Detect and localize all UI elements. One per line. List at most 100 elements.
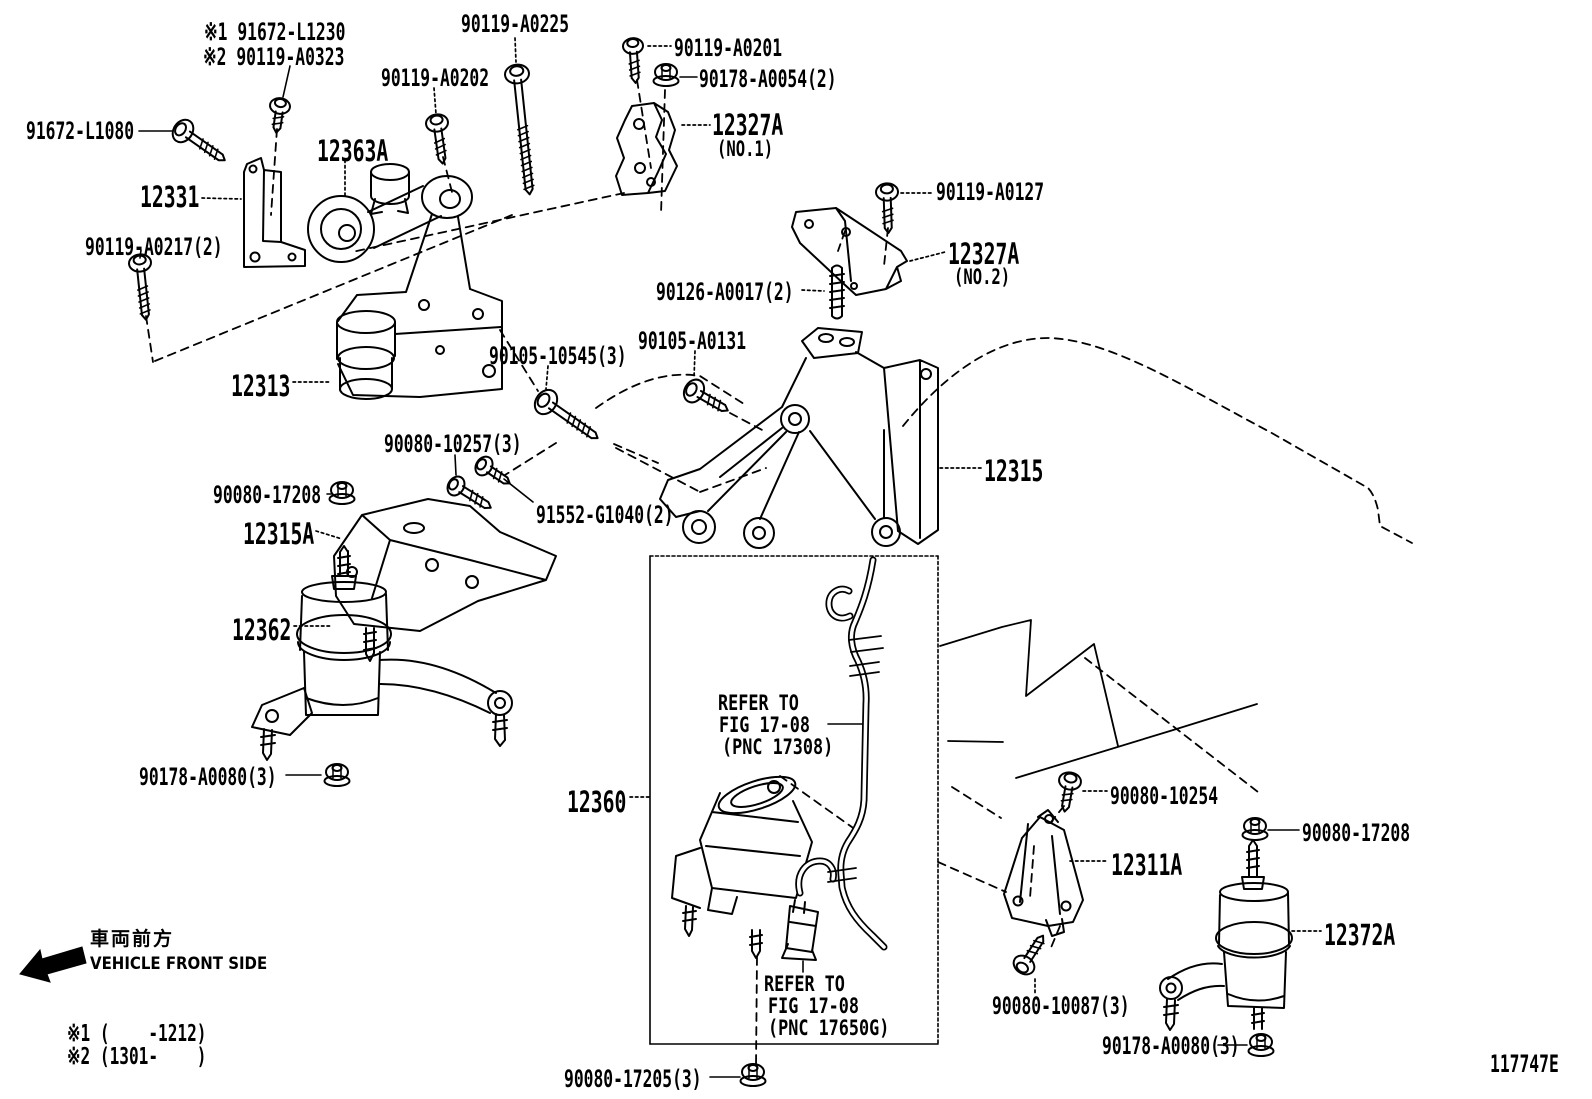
vehicle-front-arrow xyxy=(19,946,87,983)
bolt-90119-A0202 xyxy=(425,113,449,165)
part-12315-bracket xyxy=(801,327,863,359)
part-12331-bracket xyxy=(249,251,261,263)
part-12315A-bracket xyxy=(363,627,377,662)
leader-12331 xyxy=(201,197,242,200)
part-12311A-bracket xyxy=(1060,900,1072,912)
part-label-91552-G1040: 91552-G1040(2) xyxy=(536,501,674,529)
leader-90119-A0217 xyxy=(139,249,142,259)
refer-line: REFER TO xyxy=(764,972,845,996)
valve-17650G xyxy=(781,899,819,961)
part-12315-bracket xyxy=(780,404,810,434)
part-12363A-rod xyxy=(307,195,375,263)
bolt-90119-A0225 xyxy=(504,63,535,196)
part-label-90080-17205: 90080-17205(3) xyxy=(564,1065,702,1093)
hose-clamp xyxy=(827,635,884,883)
nut-90178-A0054 xyxy=(660,64,672,72)
nut-90080-17205 xyxy=(747,1064,759,1072)
leader-90119-A0225 xyxy=(514,37,517,63)
bolt-91672-L1080 xyxy=(171,118,226,162)
part-sublabel-no2: (NO.2) xyxy=(954,265,1011,289)
part-12327A-no1 xyxy=(633,118,645,130)
assembly-dash-line xyxy=(145,315,154,363)
refer-line: FIG 17-08 xyxy=(719,713,811,737)
part-12315-bracket xyxy=(839,337,855,347)
assembly-dash-line xyxy=(755,956,758,1067)
part-12363A-rod xyxy=(320,208,362,250)
part-12315-bracket xyxy=(818,333,834,343)
leader-91552-G1040 xyxy=(503,478,534,503)
part-12372A-mount xyxy=(1167,962,1225,1001)
part-12313-bracket xyxy=(337,213,503,398)
bolt-90105-A0131 xyxy=(682,378,729,413)
part-12360-pump xyxy=(749,929,763,959)
applicability-note-2: ※2 (1301- ) xyxy=(67,1044,207,1070)
part-12313-bracket xyxy=(435,345,445,355)
part-12315-bracket xyxy=(920,368,932,380)
part-label-90119-A0225: 90119-A0225 xyxy=(461,10,570,38)
part-label-12313: 12313 xyxy=(231,369,291,403)
leader-90080-10257 xyxy=(454,454,457,476)
stud-90126-A0017 xyxy=(829,264,845,320)
nut-90080-17205 xyxy=(748,1064,758,1079)
bolt-90105-10545 xyxy=(533,388,599,440)
assembly-dash-line xyxy=(154,214,513,362)
part-12313-bracket xyxy=(339,357,393,391)
part-12362-mount xyxy=(492,713,508,747)
part-label-90105-A0131: 90105-A0131 xyxy=(638,327,747,355)
part-12363A-rod xyxy=(439,189,461,209)
part-12311A-bracket xyxy=(1029,845,1035,899)
part-label-90119-A0202: 90119-A0202 xyxy=(381,64,490,92)
part-label-12362: 12362 xyxy=(232,613,292,647)
assembly-dash-line xyxy=(504,442,557,476)
nut-90178-A0080-left xyxy=(331,764,343,772)
part-12363A-rod xyxy=(370,171,410,215)
part-12315-bracket xyxy=(691,519,707,535)
part-12372A-mount xyxy=(1165,982,1177,994)
nut-90080-17205 xyxy=(739,1075,767,1087)
part-12362-mount xyxy=(297,641,391,661)
part-12315A-bracket xyxy=(465,575,479,589)
nut-90178-A0054 xyxy=(652,75,680,87)
part-12360-pump xyxy=(671,792,813,915)
leader-90126-A0017 xyxy=(801,289,825,292)
part-12360-pump xyxy=(717,775,797,815)
part-12315A-bracket xyxy=(333,498,557,632)
part-12362-mount xyxy=(494,697,506,709)
bolt-90080-10254 xyxy=(1058,771,1082,813)
figure-code: 117747E xyxy=(1490,1050,1559,1078)
part-12313-bracket xyxy=(418,299,430,311)
part-label-12363A: 12363A xyxy=(317,134,389,168)
vehicle-front-label-jp: 車両前方 xyxy=(90,928,175,950)
part-12372A-mount xyxy=(1251,1007,1265,1030)
part-12315-bracket xyxy=(788,412,802,426)
nut-90178-A0080-right xyxy=(1256,1034,1266,1049)
assembly-dash-line xyxy=(951,786,1002,819)
part-12313-bracket xyxy=(339,378,393,400)
part-12372A-mount xyxy=(1159,976,1183,1000)
assembly-dash-line xyxy=(499,329,539,392)
part-12363A-rod xyxy=(421,175,473,219)
part-label-91672-L1080: 91672-L1080 xyxy=(26,117,135,145)
part-12313-bracket xyxy=(336,321,396,360)
part-label-90119-A0217: 90119-A0217(2) xyxy=(85,233,223,261)
part-12362-mount xyxy=(301,581,387,603)
part-12315A-bracket xyxy=(403,522,425,534)
part-label-12360: 12360 xyxy=(567,785,627,819)
part-12372A-mount xyxy=(1163,998,1179,1031)
part-12311A-bracket xyxy=(1044,814,1054,824)
assembly-dash-curve xyxy=(595,373,745,409)
part-label-12327A-no1: 12327A xyxy=(712,108,784,142)
part-label-90080-10087: 90080-10087(3) xyxy=(992,992,1130,1020)
hose-17308 xyxy=(827,587,852,620)
part-12313-bracket xyxy=(472,308,484,320)
part-label-90119-A0127: 90119-A0127 xyxy=(936,178,1045,206)
part-12372A-mount xyxy=(1218,892,1290,945)
part-12372A-mount xyxy=(1215,921,1293,955)
nut-90080-17208-left xyxy=(337,482,347,497)
nut-90178-A0080-right xyxy=(1247,1045,1275,1057)
nut-90178-A0080-left xyxy=(332,764,342,779)
refer-line: REFER TO xyxy=(718,691,799,715)
bolt-top-note xyxy=(269,97,291,134)
